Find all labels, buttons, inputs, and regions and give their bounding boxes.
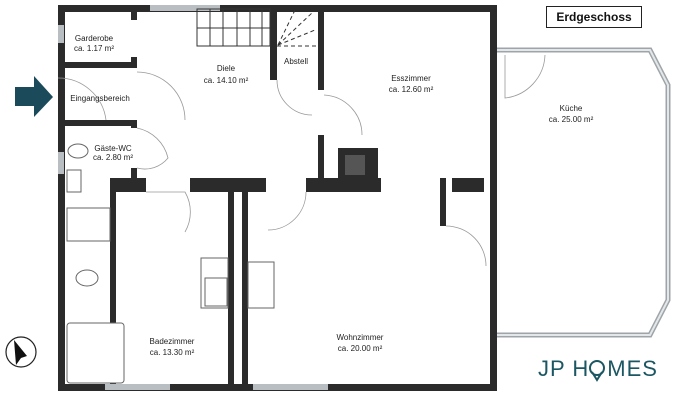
room-name: Wohnzimmer bbox=[337, 333, 384, 342]
room-name: Küche bbox=[560, 104, 583, 113]
room-area: ca. 13.30 m² bbox=[150, 348, 195, 357]
room-area: ca. 1.17 m² bbox=[74, 44, 114, 53]
compass-icon bbox=[5, 336, 37, 368]
room-area: ca. 25.00 m² bbox=[549, 115, 594, 124]
kitchen-bay-windows-inner bbox=[497, 49, 669, 336]
arrow-right-icon bbox=[15, 76, 53, 117]
room-labels: Garderobe ca. 1.17 m² Diele ca. 14.10 m²… bbox=[70, 34, 593, 357]
room-name: Eingangsbereich bbox=[70, 94, 130, 103]
wall-windows bbox=[58, 5, 328, 390]
room-area: ca. 12.60 m² bbox=[389, 85, 434, 94]
room-area: ca. 14.10 m² bbox=[204, 76, 249, 85]
room-name: Garderobe bbox=[75, 34, 114, 43]
room-name: Diele bbox=[217, 64, 236, 73]
room-name: Esszimmer bbox=[391, 74, 431, 83]
floor-title: Erdgeschoss bbox=[546, 6, 642, 28]
kitchen-bay-windows bbox=[497, 47, 671, 338]
stairs bbox=[196, 8, 318, 47]
room-name: Abstell bbox=[284, 57, 308, 66]
door-swings bbox=[57, 54, 546, 267]
room-area: ca. 20.00 m² bbox=[338, 344, 383, 353]
room-area: ca. 2.80 m² bbox=[93, 153, 133, 162]
fixtures bbox=[66, 143, 275, 384]
room-name: Gäste-WC bbox=[94, 144, 132, 153]
room-name: Badezimmer bbox=[150, 337, 195, 346]
logo-pin-icon bbox=[589, 360, 605, 376]
